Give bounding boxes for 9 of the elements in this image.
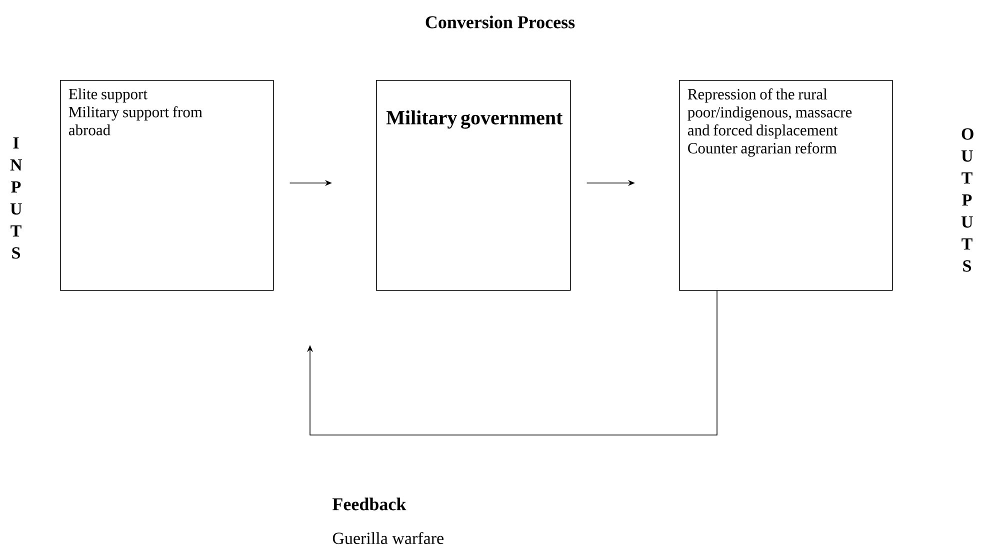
feedback-label: Feedback (332, 498, 406, 510)
feedback-text: Guerilla warfare (332, 532, 444, 544)
heading: Conversion Process (426, 16, 575, 28)
vertical-label: O U T P U T S (961, 128, 974, 272)
text-box: Elite support Military support from abroad (60, 80, 274, 291)
process-box: Military government (376, 80, 571, 291)
vertical-label: I N P U T S (10, 137, 22, 259)
arrow (306, 290, 718, 436)
text-box: Repression of the rural poor/indigenous, massacre and forced displacement Counter agrarian reform (679, 80, 893, 291)
